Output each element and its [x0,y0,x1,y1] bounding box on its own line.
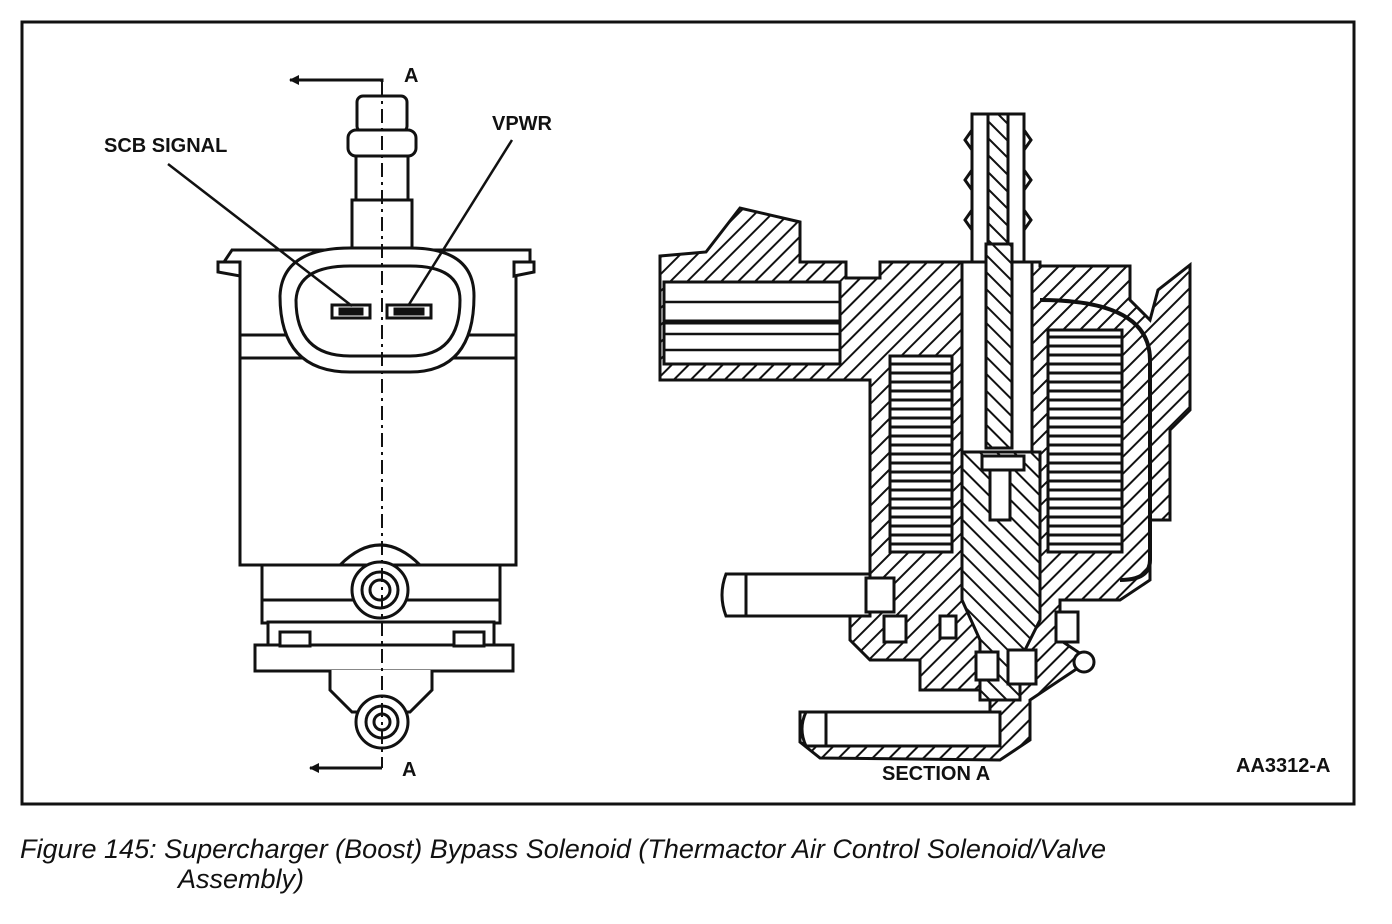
caption-line-1: Figure 145: Supercharger (Boost) Bypass … [20,834,1107,864]
section-label-top: A [404,65,418,87]
figure-diagram: A A SCB SIGNAL VPWR [20,20,1356,806]
figure-caption: Figure 145: Supercharger (Boost) Bypass … [20,834,1360,894]
caption-line-2: Assembly) [178,864,305,894]
section-a-label: SECTION A [882,763,990,785]
figure-code: AA3312-A [1236,755,1330,777]
vpwr-label: VPWR [492,113,553,135]
section-arrows [289,75,384,773]
vpwr-leader [406,139,514,307]
solenoid-front-view [216,94,536,750]
solenoid-cross-section [658,112,1192,762]
section-label-bottom: A [402,759,416,781]
scb-signal-leader [167,163,353,307]
scb-signal-label: SCB SIGNAL [104,135,227,157]
